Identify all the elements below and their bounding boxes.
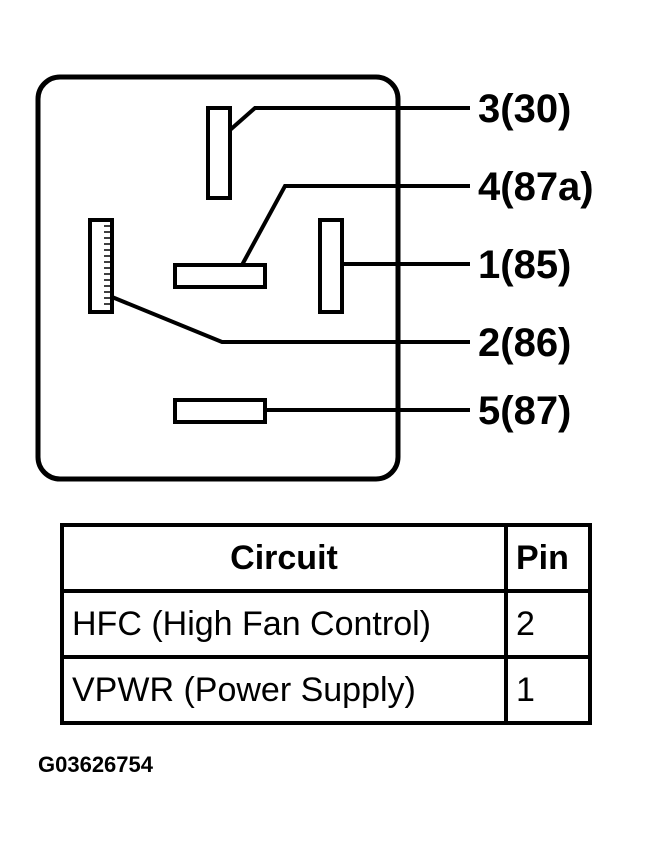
- cell-circuit: HFC (High Fan Control): [60, 589, 508, 659]
- leader-line-4: [240, 184, 470, 266]
- circuit-pin-table: Circuit Pin HFC (High Fan Control) 2 VPW…: [60, 523, 592, 725]
- terminal-2-hatching: [104, 225, 111, 305]
- pin-label-5: 5(87): [478, 389, 571, 433]
- pin-label-3: 3(30): [478, 87, 571, 131]
- terminal-2: [88, 218, 114, 314]
- terminal-5: [173, 398, 267, 424]
- leader-line-2: [111, 295, 470, 344]
- terminal-3: [206, 106, 232, 200]
- pin-label-1: 1(85): [478, 243, 571, 287]
- relay-body-outline: [35, 74, 401, 482]
- terminal-4: [173, 263, 267, 289]
- figure-id: G03626754: [38, 752, 153, 777]
- table-header-row: Circuit Pin: [60, 523, 592, 593]
- pin-label-4: 4(87a): [478, 165, 594, 209]
- relay-pinout-diagram: 3(30) 4(87a) 1(85) 2(86) 5(87): [35, 74, 594, 482]
- cell-pin: 2: [504, 589, 592, 659]
- cell-pin: 1: [504, 655, 592, 725]
- table-row: VPWR (Power Supply) 1: [60, 655, 592, 725]
- pin-label-2: 2(86): [478, 321, 571, 365]
- table-row: HFC (High Fan Control) 2: [60, 589, 592, 659]
- terminal-1: [318, 218, 344, 314]
- header-circuit: Circuit: [60, 523, 508, 593]
- leader-line-3: [228, 106, 470, 132]
- header-pin: Pin: [504, 523, 592, 593]
- cell-circuit: VPWR (Power Supply): [60, 655, 508, 725]
